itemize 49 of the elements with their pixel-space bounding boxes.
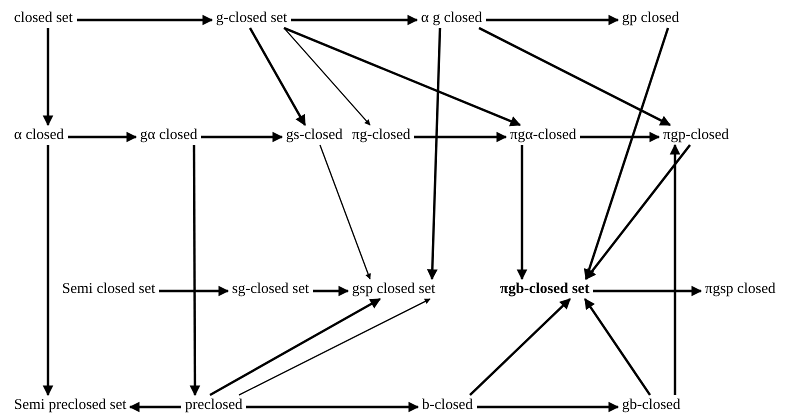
arrow: [486, 14, 620, 26]
arrow: [426, 28, 442, 280]
arrow: [469, 298, 571, 396]
arrow: [284, 28, 370, 126]
set-label: Semi preclosed set: [14, 396, 126, 414]
set-label: πgp-closed: [663, 126, 729, 144]
arrow: [128, 402, 181, 412]
arrow: [670, 144, 680, 395]
arrow: [477, 402, 620, 412]
arrow: [584, 298, 651, 396]
arrow: [42, 28, 54, 126]
set-label: α closed: [14, 126, 64, 144]
set-label: gs-closed: [286, 126, 343, 144]
set-label: πgα-closed: [510, 126, 576, 144]
arrow: [516, 145, 528, 280]
arrow: [190, 145, 200, 396]
arrow: [580, 132, 660, 142]
arrow: [238, 298, 431, 396]
set-label: Semi closed set: [62, 280, 156, 298]
arrow: [209, 298, 381, 396]
arrow: [201, 132, 284, 142]
arrow: [159, 286, 230, 296]
arrow: [414, 132, 508, 142]
arrow: [319, 144, 371, 280]
set-label: πgb-closed set: [500, 280, 590, 298]
set-label: gsp closed set: [352, 280, 436, 298]
arrow: [313, 286, 350, 296]
set-label: b-closed: [422, 396, 473, 414]
set-label: gb-closed: [622, 396, 680, 414]
arrow: [585, 144, 691, 280]
set-label: closed set: [14, 9, 73, 27]
arrow: [284, 26, 521, 126]
set-label: preclosed: [185, 396, 242, 414]
set-label: α g closed: [421, 9, 482, 27]
arrow: [584, 28, 670, 280]
set-label: gp closed: [622, 9, 680, 27]
set-label: πgsp closed: [705, 280, 776, 298]
arrow: [68, 132, 138, 142]
set-label: πg-closed: [352, 126, 410, 144]
arrow: [246, 402, 420, 412]
set-label: sg-closed set: [232, 280, 310, 298]
set-label: gα closed: [140, 126, 198, 144]
arrow: [77, 14, 214, 26]
arrow: [248, 27, 306, 126]
arrow: [478, 26, 671, 126]
set-label: g-closed set: [216, 9, 288, 27]
arrow: [291, 14, 418, 26]
arrow: [593, 286, 702, 296]
arrow: [42, 145, 54, 396]
